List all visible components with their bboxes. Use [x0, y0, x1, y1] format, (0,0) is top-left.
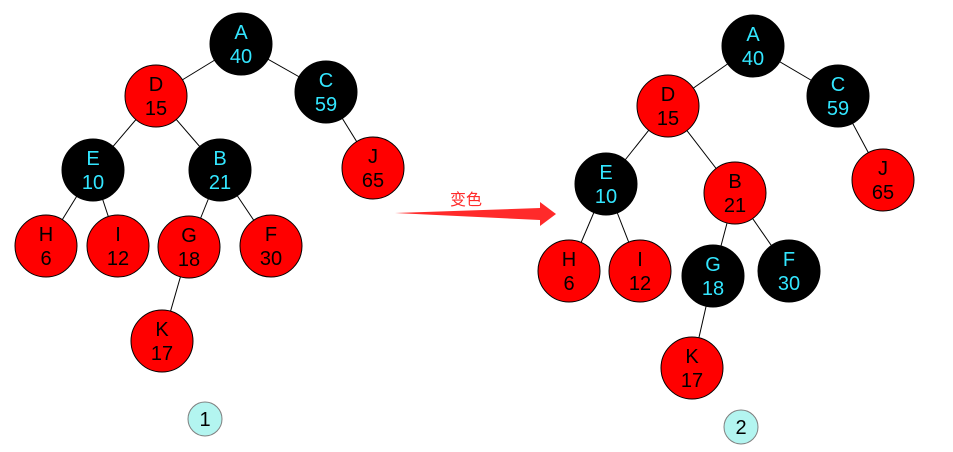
- tree-2-node-A: A40: [721, 14, 785, 78]
- node-circle: [757, 239, 821, 303]
- node-circle: [130, 309, 194, 373]
- node-value: 17: [681, 370, 703, 392]
- tree-2-node-G: G18: [681, 244, 745, 308]
- node-value: 40: [742, 48, 764, 70]
- tree-1-node-J: J65: [341, 136, 405, 200]
- tree-2-node-K: K17: [660, 336, 724, 400]
- node-circle: [209, 12, 273, 76]
- tree-1-node-F: F30: [239, 214, 303, 278]
- node-value: 65: [362, 170, 384, 192]
- tree-badge-1: 1: [187, 401, 223, 437]
- node-value: 21: [724, 195, 746, 217]
- node-circle: [86, 214, 150, 278]
- tree-1-node-H: H6: [14, 214, 78, 278]
- tree-1-node-K: K17: [130, 309, 194, 373]
- node-letter: K: [685, 346, 699, 368]
- node-letter: G: [181, 225, 197, 247]
- node-value: 59: [315, 94, 337, 116]
- node-circle: [721, 14, 785, 78]
- node-circle: [537, 239, 601, 303]
- node-value: 15: [657, 108, 679, 130]
- node-value: 21: [209, 172, 231, 194]
- recolor-arrow: 变色: [395, 190, 556, 226]
- node-letter: J: [878, 158, 888, 180]
- tree-1-node-I: I12: [86, 214, 150, 278]
- node-value: 40: [230, 46, 252, 68]
- node-letter: E: [599, 162, 612, 184]
- tree-1-node-G: G18: [157, 215, 221, 279]
- node-value: 30: [260, 248, 282, 270]
- badge-circle: [723, 409, 759, 445]
- node-value: 15: [145, 98, 167, 120]
- node-value: 59: [827, 98, 849, 120]
- node-circle: [294, 60, 358, 124]
- tree-2-node-F: F30: [757, 239, 821, 303]
- node-circle: [806, 64, 870, 128]
- node-value: 6: [40, 248, 51, 270]
- node-letter: K: [155, 319, 169, 341]
- node-circle: [61, 138, 125, 202]
- node-letter: A: [234, 22, 248, 44]
- operation-label: 变色: [450, 190, 482, 209]
- node-value: 18: [178, 249, 200, 271]
- tree-1-node-E: E10: [61, 138, 125, 202]
- node-letter: I: [637, 249, 643, 271]
- nodes-layer: A40D15C59E10B21J65H6I12G18F30K17A40D15C5…: [14, 12, 915, 400]
- tree-2-node-B: B21: [703, 161, 767, 225]
- node-value: 10: [595, 186, 617, 208]
- node-circle: [14, 214, 78, 278]
- node-circle: [124, 64, 188, 128]
- badge-number: 1: [199, 409, 210, 431]
- node-circle: [681, 244, 745, 308]
- node-value: 18: [702, 278, 724, 300]
- tree-2-node-D: D15: [636, 74, 700, 138]
- node-letter: F: [265, 224, 277, 246]
- tree-2-node-J: J65: [851, 148, 915, 212]
- node-letter: F: [783, 249, 795, 271]
- node-value: 6: [563, 273, 574, 295]
- node-letter: D: [661, 84, 675, 106]
- node-circle: [239, 214, 303, 278]
- node-value: 65: [872, 182, 894, 204]
- node-letter: B: [728, 171, 741, 193]
- tree-1-node-C: C59: [294, 60, 358, 124]
- node-letter: A: [746, 24, 760, 46]
- badge-circle: [187, 401, 223, 437]
- node-value: 30: [778, 273, 800, 295]
- node-letter: J: [368, 146, 378, 168]
- arrow-icon: [395, 202, 556, 226]
- node-value: 10: [82, 172, 104, 194]
- node-circle: [188, 138, 252, 202]
- node-circle: [851, 148, 915, 212]
- tree-badge-2: 2: [723, 409, 759, 445]
- node-circle: [574, 152, 638, 216]
- node-letter: C: [319, 70, 333, 92]
- tree-1-node-D: D15: [124, 64, 188, 128]
- node-letter: H: [562, 249, 576, 271]
- node-circle: [608, 239, 672, 303]
- tree-2-node-E: E10: [574, 152, 638, 216]
- node-value: 12: [629, 273, 651, 295]
- node-letter: I: [115, 224, 121, 246]
- tree-2-node-C: C59: [806, 64, 870, 128]
- badge-number: 2: [735, 417, 746, 439]
- node-letter: C: [831, 74, 845, 96]
- node-letter: B: [213, 148, 226, 170]
- node-circle: [636, 74, 700, 138]
- node-letter: H: [39, 224, 53, 246]
- node-value: 17: [151, 343, 173, 365]
- tree-1-node-A: A40: [209, 12, 273, 76]
- node-letter: G: [705, 254, 721, 276]
- node-circle: [703, 161, 767, 225]
- tree-1-node-B: B21: [188, 138, 252, 202]
- node-circle: [660, 336, 724, 400]
- node-value: 12: [107, 248, 129, 270]
- node-letter: E: [86, 148, 99, 170]
- node-letter: D: [149, 74, 163, 96]
- node-circle: [157, 215, 221, 279]
- node-circle: [341, 136, 405, 200]
- tree-2-node-H: H6: [537, 239, 601, 303]
- tree-2-node-I: I12: [608, 239, 672, 303]
